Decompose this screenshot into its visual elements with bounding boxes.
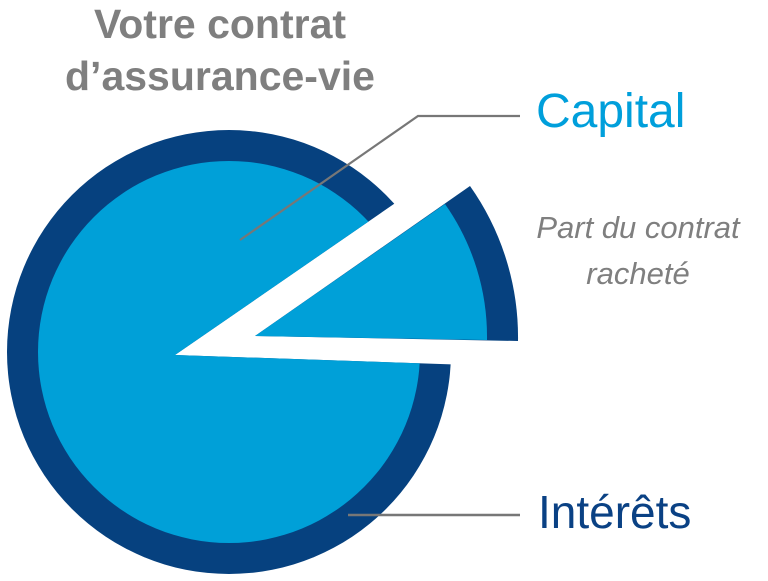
capital-label: Capital [536,85,686,138]
interets-label: Intérêts [538,486,692,538]
title-line-1: Votre contrat [93,1,347,47]
title-line-2: d’assurance-vie [65,53,375,99]
capital-leader-line [239,114,520,241]
part-rachetee-label-line-1: Part du contrat [536,210,740,245]
main-pie [7,130,451,574]
slice-capital-area [255,204,488,340]
part-rachetee-label-line-2: racheté [586,256,690,291]
exploded-slice [255,186,519,341]
capital-area [38,161,420,543]
